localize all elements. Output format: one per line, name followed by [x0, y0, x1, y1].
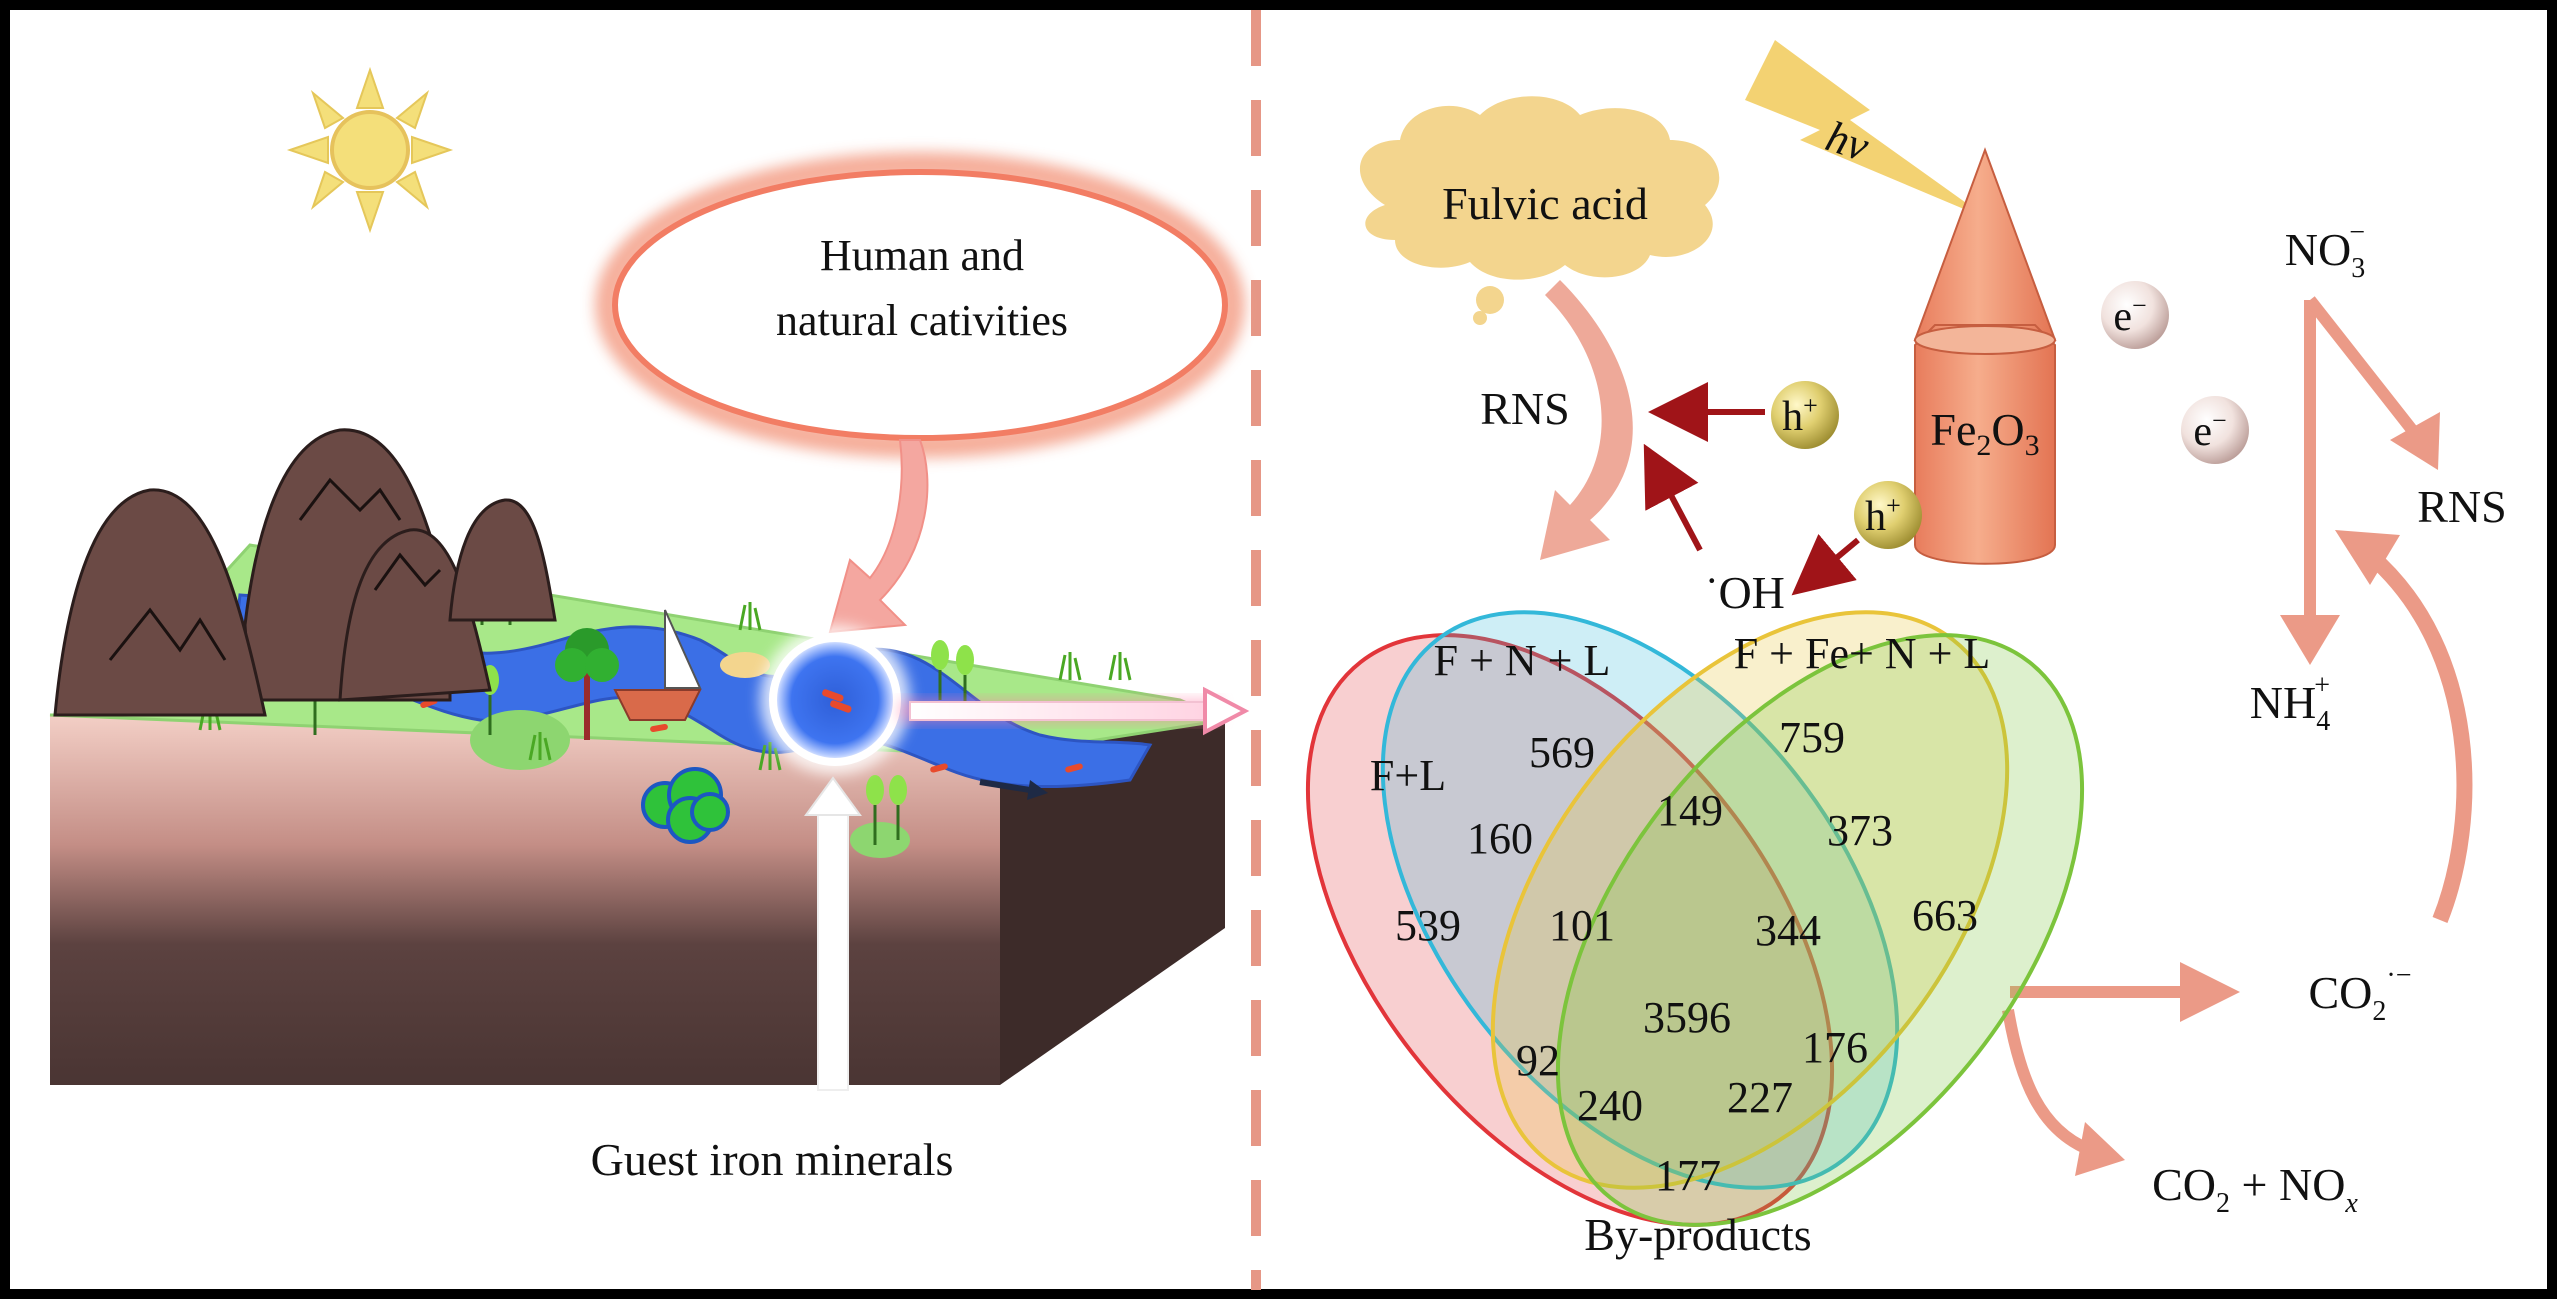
venn-bottom-label: By-products	[1584, 1209, 1811, 1260]
sun-icon	[286, 66, 454, 234]
venn-region-only-d: 663	[1912, 891, 1978, 940]
landscape-block	[49, 428, 1231, 1085]
venn-region-all: 3596	[1643, 993, 1731, 1042]
svg-text:e−: e−	[2113, 291, 2146, 340]
final-products-label: CO2 + NOx	[2152, 1159, 2358, 1219]
guest-iron-label: Guest iron minerals	[591, 1134, 954, 1185]
venn-region-only-a: 539	[1395, 901, 1461, 950]
radical-to-rns-arrow	[2364, 548, 2473, 923]
venn-diagram: F+L F + N + L F + Fe+ N + L By-products …	[1305, 610, 2085, 1260]
grass-tufts	[198, 602, 1132, 771]
fulvic-down-arrow	[1540, 280, 1633, 560]
fe2o3-label: Fe2O3	[1930, 404, 2039, 462]
small-cloud	[720, 652, 770, 678]
venn-set-b	[1490, 610, 2010, 1190]
callout-line-2: natural cativities	[776, 296, 1068, 345]
venn-region-values: 569 759 149 160 373 539 101 344 663 3596 176 92 240 2…	[1395, 713, 1978, 1200]
tree	[555, 628, 619, 740]
guest-iron-arrow	[804, 776, 862, 1091]
ground-patch	[470, 710, 570, 770]
venn-set-d	[1555, 633, 2085, 1227]
venn-region-a-b-c: 101	[1549, 901, 1615, 950]
fe2o3-mineral: Fe2O3	[1913, 147, 2057, 565]
boat	[613, 609, 702, 721]
fulvic-acid-cloud: Fulvic acid	[1359, 96, 1720, 325]
soil-side-face	[1000, 720, 1225, 1085]
venn-region-only-c: 759	[1779, 713, 1845, 762]
arrowhead	[2390, 412, 2440, 470]
rns-left-label: RNS	[1480, 383, 1569, 434]
iron-mineral-hotspot	[760, 625, 910, 775]
oh-radical-label: ·OH	[1705, 558, 1785, 618]
ground-patch	[850, 822, 910, 858]
arrowhead	[2335, 530, 2400, 585]
co2-radical-label: CO2·−	[2308, 960, 2411, 1027]
venn-set-a	[1305, 633, 1835, 1227]
venn-label-a: F+L	[1370, 751, 1446, 800]
venn-label-b: F + N + L	[1434, 636, 1611, 685]
venn-region-a-b-d: 227	[1727, 1073, 1793, 1122]
venn-region-b-c: 149	[1657, 786, 1723, 835]
radical-arrows	[1643, 382, 1860, 596]
electron-particle: e−	[2181, 396, 2249, 464]
venn-set-c	[1380, 610, 1900, 1190]
hole-particle: h+	[1854, 481, 1922, 549]
electron-particle: e−	[2101, 281, 2169, 349]
soil-front-face	[50, 715, 1000, 1085]
transfer-arrow	[900, 686, 1250, 736]
venn-region-a-d: 177	[1655, 1151, 1721, 1200]
arrowhead	[2280, 615, 2340, 665]
venn-region-b-d: 176	[1802, 1023, 1868, 1072]
hole-particle: h+	[1771, 381, 1839, 449]
byproduct-arrows	[2002, 962, 2240, 1176]
venn-region-a-c-d: 240	[1577, 1081, 1643, 1130]
activities-callout: Human and natural cativities	[595, 152, 1245, 634]
fulvic-acid-label: Fulvic acid	[1442, 178, 1648, 229]
venn-label-c: F + Fe+ N + L	[1734, 629, 1991, 678]
mountains	[53, 428, 557, 717]
svg-text:h+: h+	[1865, 491, 1901, 540]
callout-line-1: Human and	[820, 231, 1024, 280]
venn-region-b-c-d: 344	[1755, 906, 1821, 955]
nitrate-label: NO3−	[2285, 217, 2365, 284]
svg-text:e−: e−	[2193, 406, 2226, 455]
nitrate-arrows	[2304, 296, 2425, 620]
venn-region-a-c: 92	[1516, 1036, 1560, 1085]
venn-region-c-d: 373	[1827, 806, 1893, 855]
ammonium-label: NH4+	[2250, 670, 2330, 737]
bush	[641, 767, 730, 844]
venn-region-a-b: 160	[1467, 814, 1533, 863]
venn-region-only-b: 569	[1529, 728, 1595, 777]
svg-text:h+: h+	[1782, 391, 1818, 440]
rns-right-label: RNS	[2417, 481, 2506, 532]
flow-arrow	[979, 779, 1048, 800]
